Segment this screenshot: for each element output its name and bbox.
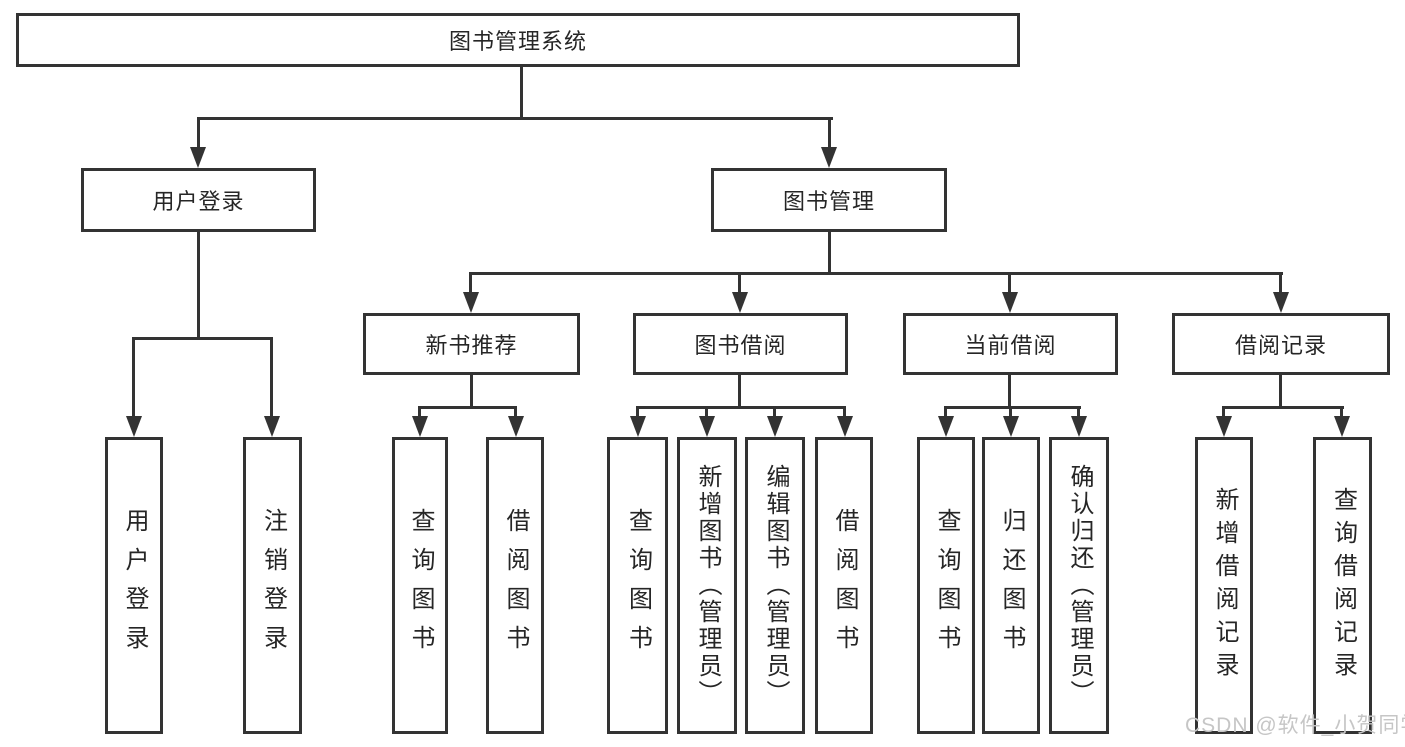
leaf-nbr-borrow-books-label: 借阅图书 — [502, 507, 529, 664]
node-user-login-label: 用户登录 — [152, 189, 245, 214]
node-root-label: 图书管理系统 — [448, 29, 587, 54]
leaf-cb-confirm-return-admin: 确认归还（管理员） — [1049, 437, 1109, 734]
connector-shaft — [469, 272, 472, 295]
node-current-borrow-label: 当前借阅 — [964, 333, 1057, 358]
connector-shaft — [132, 337, 135, 419]
node-book-management: 图书管理 — [711, 168, 947, 232]
node-current-borrow: 当前借阅 — [903, 313, 1118, 375]
leaf-user-login: 用户登录 — [105, 437, 163, 734]
arrow-down-icon — [1002, 292, 1018, 313]
node-root: 图书管理系统 — [16, 13, 1020, 67]
node-new-book-recommend: 新书推荐 — [363, 313, 580, 375]
connector-shaft — [705, 406, 708, 419]
node-new-book-recommend-label: 新书推荐 — [425, 333, 518, 358]
leaf-cb-confirm-return-admin-label: 确认归还（管理员） — [1066, 464, 1093, 707]
leaf-nbr-query-books: 查询图书 — [392, 437, 448, 734]
connector-shaft — [944, 406, 947, 419]
arrow-down-icon — [1003, 416, 1019, 437]
connector-shaft — [1077, 406, 1080, 419]
node-borrow-records-label: 借阅记录 — [1234, 333, 1327, 358]
arrow-down-icon — [1334, 416, 1350, 437]
connector-shaft — [514, 406, 517, 419]
leaf-br-add-record-label: 新增借阅记录 — [1211, 486, 1238, 685]
connector-span — [636, 406, 846, 409]
node-book-borrow-label: 图书借阅 — [694, 333, 787, 358]
connector-book-mgmt-stem — [828, 232, 831, 275]
arrow-down-icon — [732, 292, 748, 313]
connector-book-mgmt-shaft — [828, 117, 831, 150]
node-user-login: 用户登录 — [81, 168, 316, 232]
node-book-management-label: 图书管理 — [782, 189, 875, 214]
leaf-cb-return-books-label: 归还图书 — [998, 507, 1025, 664]
connector-span — [944, 406, 1081, 409]
arrow-down-icon — [1216, 416, 1232, 437]
arrow-down-icon — [264, 416, 280, 437]
arrow-down-icon — [821, 147, 837, 168]
connector-shaft — [1008, 272, 1011, 295]
arrow-down-icon — [412, 416, 428, 437]
connector-shaft — [270, 337, 273, 419]
connector-shaft — [773, 406, 776, 419]
leaf-bb-query-books: 查询图书 — [607, 437, 668, 734]
leaf-user-login-label: 用户登录 — [121, 507, 148, 664]
leaf-bb-query-books-label: 查询图书 — [624, 507, 652, 664]
connector-root-span — [197, 117, 833, 120]
node-book-borrow: 图书借阅 — [633, 313, 848, 375]
leaf-logout: 注销登录 — [243, 437, 302, 734]
arrow-down-icon — [1273, 292, 1289, 313]
connector-shaft — [1340, 406, 1343, 419]
connector-shaft — [1279, 272, 1282, 295]
leaf-bb-edit-books-admin-label: 编辑图书（管理员） — [762, 464, 789, 707]
arrow-down-icon — [508, 416, 524, 437]
leaf-bb-add-books-admin: 新增图书（管理员） — [677, 437, 737, 734]
arrow-down-icon — [837, 416, 853, 437]
arrow-down-icon — [699, 416, 715, 437]
connector-stem — [470, 375, 473, 409]
connector-shaft — [1009, 406, 1012, 419]
connector-stem — [1279, 375, 1282, 409]
leaf-nbr-borrow-books: 借阅图书 — [486, 437, 544, 734]
connector-stem — [738, 375, 741, 409]
leaf-cb-query-books-label: 查询图书 — [933, 507, 960, 664]
connector-stem — [1008, 375, 1011, 409]
connector-root-stem — [520, 67, 523, 118]
connector-user-login-span — [132, 337, 273, 340]
leaf-cb-return-books: 归还图书 — [982, 437, 1040, 734]
arrow-down-icon — [1071, 416, 1087, 437]
connector-user-login-shaft — [197, 117, 200, 150]
leaf-bb-add-books-admin-label: 新增图书（管理员） — [694, 464, 721, 707]
node-borrow-records: 借阅记录 — [1172, 313, 1390, 375]
arrow-down-icon — [767, 416, 783, 437]
leaf-br-query-record: 查询借阅记录 — [1313, 437, 1372, 734]
leaf-br-query-record-label: 查询借阅记录 — [1329, 486, 1357, 685]
arrow-down-icon — [938, 416, 954, 437]
leaf-cb-query-books: 查询图书 — [917, 437, 975, 734]
arrow-down-icon — [190, 147, 206, 168]
connector-shaft — [418, 406, 421, 419]
connector-span — [1222, 406, 1344, 409]
connector-shaft — [636, 406, 639, 419]
arrow-down-icon — [463, 292, 479, 313]
leaf-bb-borrow-books-label: 借阅图书 — [831, 507, 858, 664]
arrow-down-icon — [630, 416, 646, 437]
connector-shaft — [843, 406, 846, 419]
leaf-bb-borrow-books: 借阅图书 — [815, 437, 873, 734]
leaf-br-add-record: 新增借阅记录 — [1195, 437, 1253, 734]
csdn-watermark: CSDN @软件_小贺同学 — [1185, 714, 1405, 737]
leaf-bb-edit-books-admin: 编辑图书（管理员） — [745, 437, 805, 734]
connector-shaft — [1222, 406, 1225, 419]
connector-book-mgmt-span — [469, 272, 1283, 275]
connector-shaft — [738, 272, 741, 295]
connector-span — [418, 406, 517, 409]
leaf-nbr-query-books-label: 查询图书 — [407, 507, 434, 664]
arrow-down-icon — [126, 416, 142, 437]
leaf-logout-label: 注销登录 — [259, 507, 287, 664]
connector-user-login-stem — [197, 232, 200, 340]
